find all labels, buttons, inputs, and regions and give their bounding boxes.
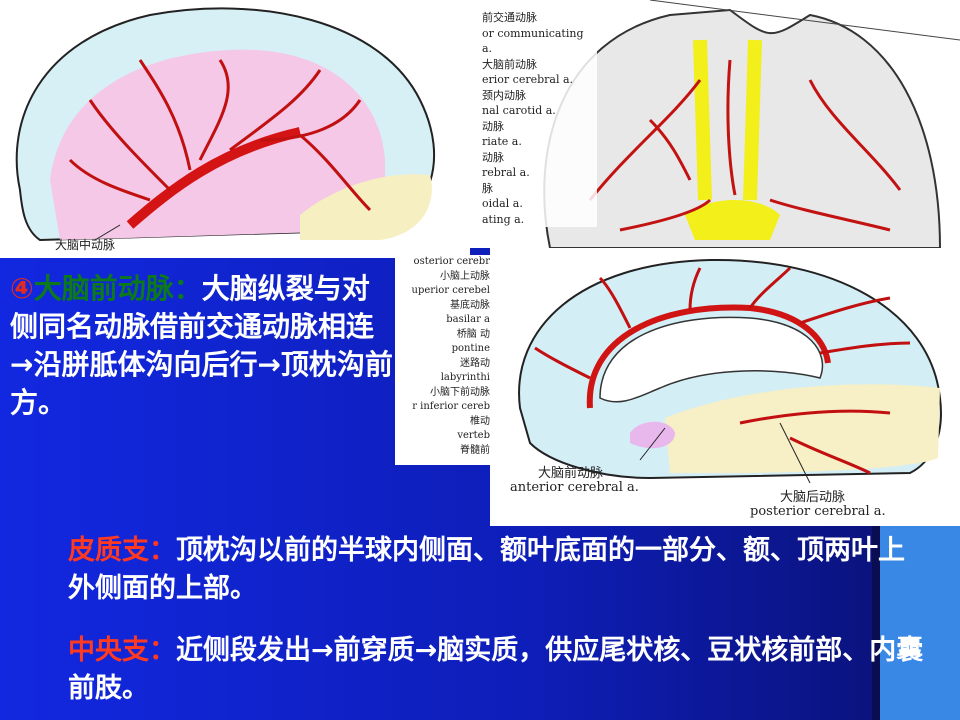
label-text: oidal a. <box>482 197 523 210</box>
label-text: r inferior cereb <box>412 401 490 412</box>
label-middle-cerebral: 大脑中动脉 <box>55 238 116 252</box>
decor-strip-light <box>880 500 960 720</box>
label-text: or communicating a. <box>482 26 584 56</box>
label-anterior-cerebral-en: anterior cerebral a. <box>510 480 639 495</box>
label-text: 脉 <box>482 181 493 195</box>
inferior-brain-illustration <box>543 0 960 249</box>
figure-inferior-brain: 前交通动脉 or communicating a. 大脑前动脉 erior ce… <box>470 0 960 249</box>
label-text: osterior cerebr <box>413 256 490 267</box>
intro-number: ④ <box>10 272 34 305</box>
figure-lateral-brain: 大脑中动脉 <box>0 0 470 258</box>
figure-middle-labels: osterior cerebr 小脑上动脉 uperior cerebel 基底… <box>395 255 490 465</box>
label-posterior-cerebral-en: posterior cerebral a. <box>750 504 886 519</box>
label-text: labyrinthi <box>440 372 490 383</box>
intro-text: 大脑纵裂与对侧同名动脉借前交通动脉相连→沿胼胝体沟向后行→顶枕沟前方。 <box>10 272 393 419</box>
bullet-cortical-branches: 皮质支：顶枕沟以前的半球内侧面、额叶底面的一部分、额、顶两叶上外侧面的上部。 <box>68 532 928 608</box>
label-text: 桥脑 动 <box>456 328 490 340</box>
bullet-central-branches: 中央支：近侧段发出→前穿质→脑实质，供应尾状核、豆状核前部、内囊前肢。 <box>68 632 928 708</box>
lateral-brain-illustration <box>15 7 435 242</box>
label-text: uperior cerebel <box>411 285 490 296</box>
label-anterior-cerebral-cn: 大脑前动脉 <box>538 466 604 481</box>
intro-title: 大脑前动脉： <box>33 272 202 305</box>
label-text: verteb <box>457 430 490 441</box>
label-text: 基底动脉 <box>450 299 490 311</box>
label-text: 动脉 <box>482 150 504 164</box>
label-text: 迷路动 <box>460 357 490 369</box>
intro-paragraph: ④大脑前动脉：大脑纵裂与对侧同名动脉借前交通动脉相连→沿胼胝体沟向后行→顶枕沟前… <box>10 270 395 422</box>
label-posterior-cerebral-cn: 大脑后动脉 <box>780 490 846 505</box>
figure-medial-brain: 大脑前动脉 anterior cerebral a. 大脑后动脉 posteri… <box>490 248 960 526</box>
label-text: 大脑前动脉 <box>482 57 537 71</box>
bullet-text: 顶枕沟以前的半球内侧面、额叶底面的一部分、额、顶两叶上外侧面的上部。 <box>68 535 905 604</box>
label-text: 颈内动脉 <box>482 88 526 102</box>
label-text: rebral a. <box>482 166 530 179</box>
label-text: 脊髓前 <box>460 444 490 456</box>
bullet-key: 皮质支： <box>68 535 176 566</box>
label-text: riate a. <box>482 135 522 148</box>
label-text: ating a. <box>482 212 525 226</box>
label-text: pontine <box>451 343 490 354</box>
label-text: 前交通动脉 <box>482 11 537 24</box>
decor-strip-dark <box>872 500 880 720</box>
medial-brain-illustration <box>518 258 942 484</box>
label-text: 动脉 <box>482 119 504 133</box>
label-text: 椎动 <box>470 415 490 427</box>
label-text: 小脑上动脉 <box>440 270 490 282</box>
bullet-key: 中央支： <box>68 635 176 666</box>
label-text: 小脑下前动脉 <box>430 386 490 398</box>
bullet-text: 近侧段发出→前穿质→脑实质，供应尾状核、豆状核前部、内囊前肢。 <box>68 635 924 704</box>
label-text: basilar a <box>446 314 490 325</box>
figure-top-right-labels: 前交通动脉 or communicating a. 大脑前动脉 erior ce… <box>482 10 597 227</box>
label-text: nal carotid a. <box>482 104 556 117</box>
label-text: erior cerebral a. <box>482 73 574 86</box>
